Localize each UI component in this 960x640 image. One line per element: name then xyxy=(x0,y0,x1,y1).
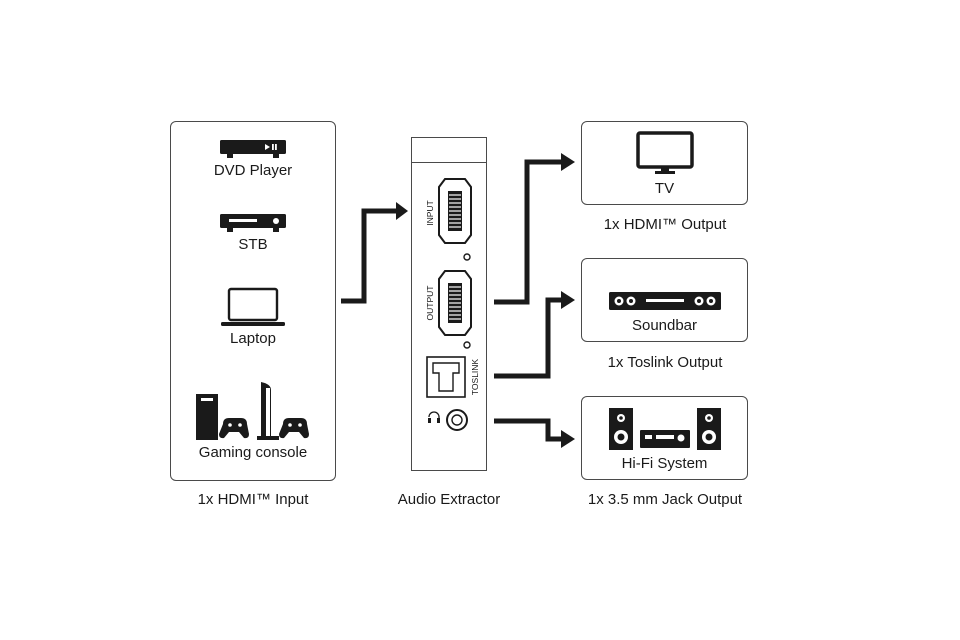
gaming-console-label: Gaming console xyxy=(198,444,308,461)
sources-caption: 1x HDMI™ Input xyxy=(197,491,309,508)
output-led-icon xyxy=(463,341,471,349)
tv-caption: 1x HDMI™ Output xyxy=(603,216,727,233)
soundbar-caption: 1x Toslink Output xyxy=(607,354,723,371)
dvd-player-label: DVD Player xyxy=(213,162,293,179)
device-top-band xyxy=(412,138,486,163)
port-toslink-label: TOSLINK xyxy=(470,359,480,396)
tv-label: TV xyxy=(654,180,675,197)
arrow-extractor-to-soundbar xyxy=(494,297,563,379)
hifi-label: Hi-Fi System xyxy=(621,455,708,472)
arrowhead-soundbar xyxy=(561,291,575,309)
arrowhead-extractor xyxy=(396,202,408,220)
gaming-console-icon xyxy=(196,382,309,440)
extractor-caption: Audio Extractor xyxy=(397,491,501,508)
laptop-icon xyxy=(221,287,285,326)
arrow-source-to-extractor xyxy=(341,208,398,304)
arrow-extractor-to-hifi xyxy=(494,418,563,442)
soundbar-icon xyxy=(609,292,721,310)
soundbar-label: Soundbar xyxy=(631,317,698,334)
tv-box xyxy=(581,121,748,205)
hifi-caption: 1x 3.5 mm Jack Output xyxy=(587,491,743,508)
toslink-port-icon xyxy=(426,356,466,398)
tv-icon xyxy=(636,131,694,174)
arrow-extractor-to-tv xyxy=(494,159,563,305)
device-ports: INPUT OUTPUT TOSLINK xyxy=(425,178,480,431)
hdmi-output-port-icon xyxy=(438,270,472,336)
arrowhead-hifi xyxy=(561,430,575,448)
input-led-icon xyxy=(463,253,471,261)
port-input-label: INPUT xyxy=(425,200,435,226)
stb-icon xyxy=(220,214,286,232)
port-output-label: OUTPUT xyxy=(425,286,435,321)
stb-label: STB xyxy=(238,236,268,253)
dvd-player-icon xyxy=(220,140,286,158)
hifi-system-icon xyxy=(609,408,721,450)
arrowhead-tv xyxy=(561,153,575,171)
laptop-label: Laptop xyxy=(230,330,276,347)
headphone-jack-icon xyxy=(428,409,468,431)
hdmi-input-port-icon xyxy=(438,178,472,244)
